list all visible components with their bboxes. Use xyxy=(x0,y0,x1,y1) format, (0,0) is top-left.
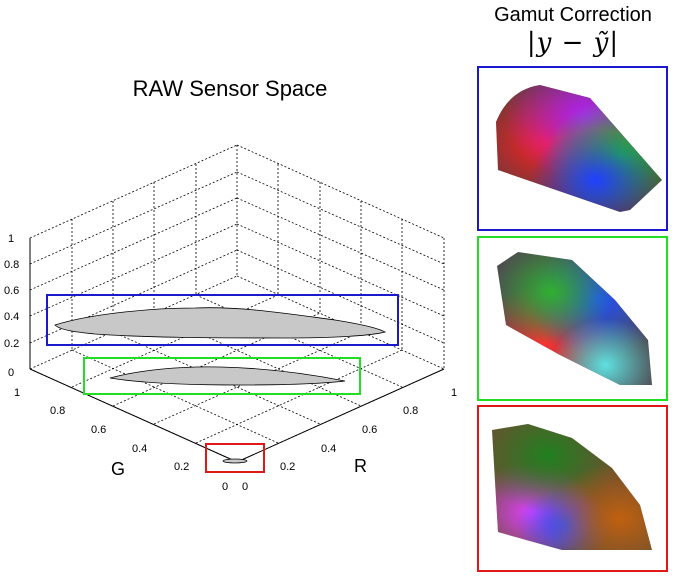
middle-highlight-box xyxy=(83,357,361,395)
axis-lines xyxy=(29,238,445,463)
r-tick-label: 0.2 xyxy=(280,461,295,473)
z-tick-label: 0.4 xyxy=(4,311,19,323)
z-tick-label: 0 xyxy=(8,367,14,379)
top-correction-map xyxy=(496,85,662,212)
top-highlight-box xyxy=(46,294,399,346)
right-panel-formula: |y − ỹ| xyxy=(526,28,620,58)
g-tick-label: 0.6 xyxy=(91,424,106,436)
g-tick-label: 0 xyxy=(222,481,228,493)
r-tick-label: 0.8 xyxy=(403,405,418,417)
right-panel-title: Gamut Correction xyxy=(494,4,652,26)
bottom-correction-map xyxy=(492,424,652,550)
g-tick-label: 0.2 xyxy=(174,461,189,473)
r-axis-label: R xyxy=(354,456,367,476)
r-tick-label: 0.6 xyxy=(362,424,377,436)
middle-correction-map xyxy=(497,252,652,385)
z-tick-label: 0.8 xyxy=(4,259,19,271)
bottom-gamut-shape xyxy=(222,458,248,464)
z-tick-label: 0.2 xyxy=(4,338,19,350)
z-tick-label: 1 xyxy=(8,233,14,245)
middle-gamut-shape xyxy=(109,366,346,386)
bottom-highlight-box xyxy=(205,443,265,473)
r-tick-label: 0.4 xyxy=(321,443,336,455)
grid-back-right-wall xyxy=(236,144,445,370)
r-tick-label: 1 xyxy=(451,387,457,399)
r-tick-label: 0 xyxy=(242,481,248,493)
z-tick-label: 0.6 xyxy=(4,285,19,297)
left-panel-title: RAW Sensor Space xyxy=(132,76,328,101)
g-axis-label: G xyxy=(111,459,125,479)
g-tick-label: 0.8 xyxy=(50,405,65,417)
g-tick-label: 0.4 xyxy=(132,443,147,455)
top-gamut-shape xyxy=(54,307,387,339)
g-tick-label: 1 xyxy=(14,387,20,399)
